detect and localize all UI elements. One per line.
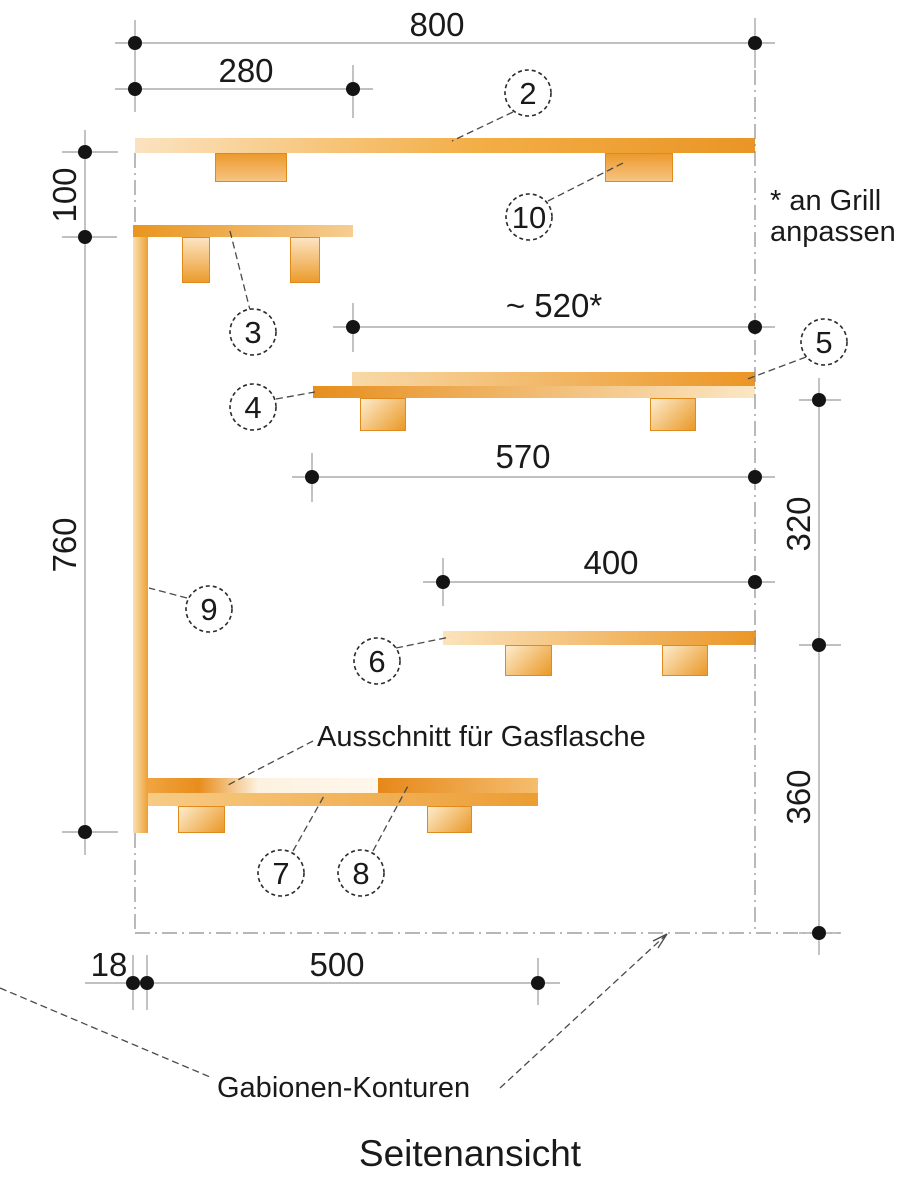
dimension-endpoint-dot	[305, 470, 319, 484]
dimension-endpoint-dot	[126, 976, 140, 990]
leader-callout-4	[275, 391, 316, 400]
dimension-label-left-heights: 100	[46, 167, 83, 222]
dimension-endpoint-dot	[346, 320, 360, 334]
dimension-label-width-800: 800	[409, 6, 464, 43]
support-block-3a	[182, 237, 210, 283]
post-9	[133, 225, 148, 833]
gabion-contours-label: Gabionen-Konturen	[217, 1072, 471, 1104]
dimension-endpoint-dot	[812, 926, 826, 940]
shelf-board-3	[133, 225, 353, 237]
support-block-6a	[505, 645, 552, 676]
support-block-45b	[650, 398, 696, 431]
callout-circle-4	[229, 383, 277, 431]
leader-callout-10	[547, 162, 624, 202]
dimension-endpoint-dot	[812, 393, 826, 407]
shelf-board-8-right	[378, 778, 538, 793]
shelf-board-5	[352, 372, 755, 386]
dimension-label-width-280: 280	[218, 52, 273, 89]
callout-circle-5	[800, 318, 848, 366]
dimension-label-width-570: 570	[495, 438, 550, 475]
support-block-6b	[662, 645, 708, 676]
callout-number-10: 10	[512, 200, 546, 235]
dimension-label-right-heights: 360	[780, 769, 817, 824]
callout-number-3: 3	[244, 315, 261, 350]
dimension-label-right-heights: 320	[780, 496, 817, 551]
support-block-2a	[215, 153, 287, 182]
dimension-endpoint-dot	[436, 575, 450, 589]
support-block-3b	[290, 237, 320, 283]
dimension-label-left-heights: 760	[46, 517, 83, 572]
dimension-endpoint-dot	[78, 145, 92, 159]
dimension-label-bottom-widths: 500	[309, 946, 364, 983]
support-block-45a	[360, 398, 406, 431]
callout-number-2: 2	[519, 76, 536, 111]
callout-circle-10	[505, 193, 553, 241]
grill-note-line2: anpassen	[770, 216, 896, 248]
dimension-label-bottom-widths: 18	[91, 946, 128, 983]
dimension-endpoint-dot	[748, 320, 762, 334]
dimension-endpoint-dot	[812, 638, 826, 652]
leader-cutout	[227, 740, 314, 786]
dimension-endpoint-dot	[748, 575, 762, 589]
support-block-7b	[427, 806, 472, 833]
callout-number-7: 7	[272, 856, 289, 891]
dimension-label-width-520: ~ 520*	[506, 287, 602, 324]
callout-number-9: 9	[200, 592, 217, 627]
leader-callout-9	[148, 587, 188, 599]
callout-circle-7	[257, 849, 305, 897]
dimension-endpoint-dot	[346, 82, 360, 96]
shelf-board-8-left	[148, 778, 378, 793]
leader-callout-5	[744, 356, 807, 381]
leader-callout-8	[372, 783, 410, 852]
callout-number-6: 6	[368, 644, 385, 679]
callout-circle-6	[353, 637, 401, 685]
leader-gabion-left	[0, 987, 211, 1078]
callout-circle-3	[229, 308, 277, 356]
dimension-endpoint-dot	[748, 470, 762, 484]
shelf-board-7	[148, 793, 538, 806]
callout-number-4: 4	[244, 390, 261, 425]
shelf-board-2	[135, 138, 755, 153]
leader-callout-7	[292, 795, 325, 852]
leader-arrowhead	[657, 933, 668, 949]
leader-callout-3	[229, 230, 251, 311]
shelf-board-6	[443, 631, 756, 645]
dimension-endpoint-dot	[140, 976, 154, 990]
dimension-endpoint-dot	[78, 230, 92, 244]
dimension-endpoint-dot	[78, 825, 92, 839]
dimension-endpoint-dot	[128, 82, 142, 96]
support-block-10	[605, 153, 673, 182]
grill-note: * an Grill anpassen	[770, 186, 896, 248]
shelf-board-4	[313, 386, 755, 398]
support-block-7a	[178, 806, 225, 833]
callout-circle-9	[185, 585, 233, 633]
leader-callout-6	[395, 636, 451, 649]
leader-callout-2	[451, 111, 514, 142]
leader-arrowhead	[652, 933, 668, 942]
drawing-title: Seitenansicht	[358, 1133, 582, 1174]
leader-gabion-right	[499, 933, 668, 1089]
cutout-label: Ausschnitt für Gasflasche	[317, 721, 646, 753]
dimension-endpoint-dot	[531, 976, 545, 990]
dimension-label-width-400: 400	[583, 544, 638, 581]
callout-number-8: 8	[352, 856, 369, 891]
callout-circle-8	[337, 849, 385, 897]
dimension-endpoint-dot	[748, 36, 762, 50]
callout-circle-2	[504, 69, 552, 117]
dimension-endpoint-dot	[128, 36, 142, 50]
callout-number-5: 5	[815, 325, 832, 360]
grill-note-line1: * an Grill	[770, 185, 882, 217]
